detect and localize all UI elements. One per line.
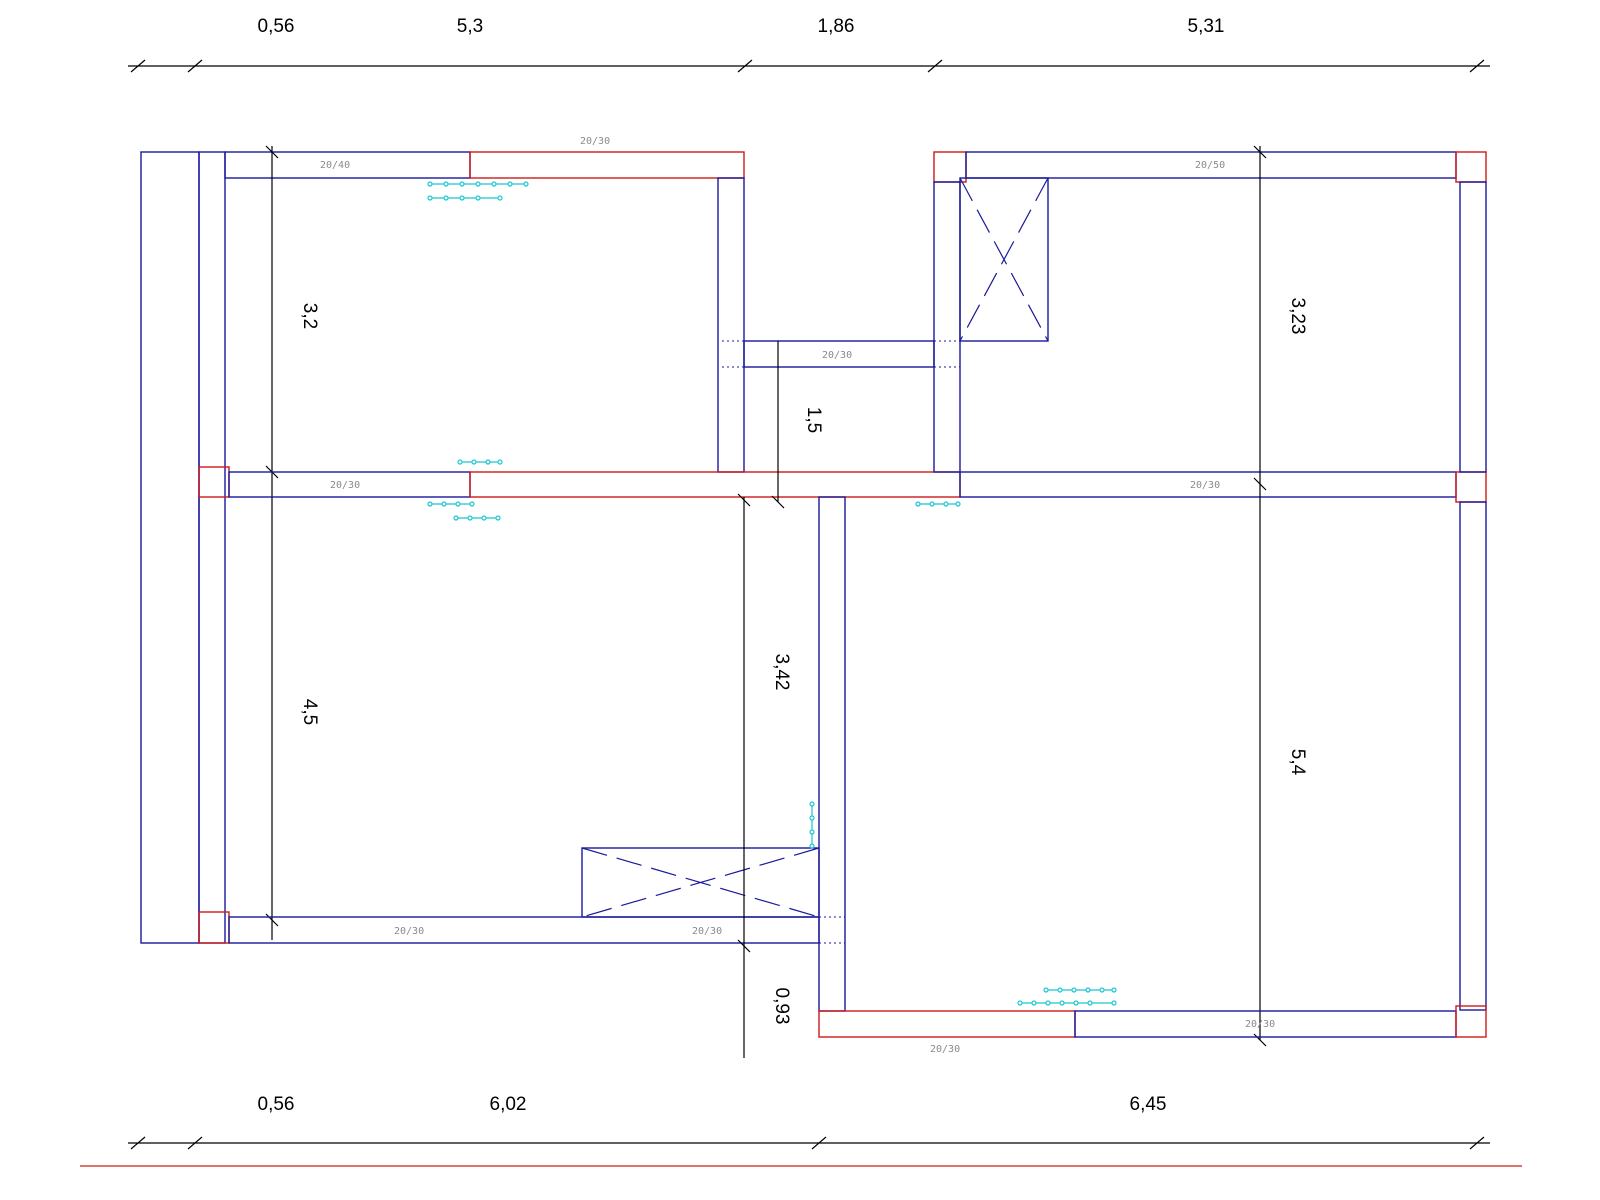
bottom-left-beam-label: 20/30 bbox=[394, 926, 424, 937]
bottom-right-room-height: 5,4 bbox=[1287, 749, 1308, 776]
top-tick-2 bbox=[187, 59, 203, 73]
bottom-right-left-wall bbox=[818, 496, 846, 1012]
mid-vtick-2 bbox=[737, 939, 751, 953]
top-left-right-wall bbox=[717, 177, 745, 473]
left-wall bbox=[198, 151, 226, 944]
top-dim-2: 5,3 bbox=[457, 16, 483, 37]
rebar-middle-center bbox=[915, 501, 961, 507]
top-left-beam-label: 20/40 bbox=[320, 160, 350, 171]
middle-left-beam-label: 20/30 bbox=[330, 480, 360, 491]
shaft-cross-4 bbox=[581, 847, 820, 918]
bottom-dim-2: 6,02 bbox=[490, 1094, 527, 1115]
right-vtick-3 bbox=[1253, 1033, 1267, 1047]
left-slab-strip bbox=[140, 151, 200, 944]
top-left-beam-b bbox=[469, 151, 745, 179]
top-tick-1 bbox=[130, 59, 146, 73]
bottom-mid-beam-label: 20/30 bbox=[692, 926, 722, 937]
top-right-room: 20/50 3,23 bbox=[933, 145, 1487, 1047]
bottom-tick-4 bbox=[1469, 1136, 1485, 1150]
corridor-beam-label: 20/30 bbox=[822, 350, 852, 361]
top-dimension-chain: 0,56 5,3 1,86 5,31 bbox=[128, 16, 1490, 73]
top-right-beam-label: 20/50 bbox=[1195, 160, 1225, 171]
rebar-top-left bbox=[427, 181, 529, 201]
rebar-vertical-marker bbox=[809, 801, 815, 849]
rebar-top-left-lower bbox=[457, 459, 503, 465]
corridor: 20/30 1,5 bbox=[722, 340, 960, 509]
left-slab-edge bbox=[140, 151, 226, 944]
top-tick-3 bbox=[737, 59, 753, 73]
bottom-offset: 0,93 bbox=[771, 988, 792, 1025]
bottom-tick-2 bbox=[187, 1136, 203, 1150]
top-right-left-wall bbox=[933, 181, 961, 473]
right-vtick-1 bbox=[1253, 145, 1267, 159]
rebar-middle-left bbox=[427, 501, 501, 521]
bottom-left-beam bbox=[228, 916, 820, 944]
middle-beam-red bbox=[469, 471, 961, 498]
middle-beam-row: 20/30 20/30 bbox=[198, 459, 1487, 521]
corridor-tick bbox=[771, 495, 785, 509]
top-middle-beam-label: 20/30 bbox=[580, 136, 610, 147]
bottom-right-beam-label-2: 20/30 bbox=[930, 1044, 960, 1055]
column-right-bottom bbox=[1455, 1005, 1487, 1038]
bottom-right-right-wall bbox=[1459, 501, 1487, 1011]
bottom-left-room-height: 4,5 bbox=[299, 699, 320, 725]
bottom-right-beam-red bbox=[818, 1010, 1076, 1038]
top-left-room-height: 3,2 bbox=[299, 303, 320, 329]
left-vtick-3 bbox=[265, 913, 279, 927]
right-vtick-2 bbox=[1253, 477, 1267, 491]
top-tick-4 bbox=[927, 59, 943, 73]
top-dim-3: 1,86 bbox=[818, 16, 855, 37]
shaft-opening-top bbox=[959, 177, 1049, 342]
column-right-mid bbox=[1455, 471, 1487, 503]
left-vtick-1 bbox=[265, 145, 279, 159]
shaft-cross-2 bbox=[959, 177, 1049, 342]
top-right-right-wall bbox=[1459, 181, 1487, 473]
bottom-right-room: 20/30 20/30 5,4 bbox=[809, 496, 1487, 1055]
bottom-dim-1: 0,56 bbox=[258, 1094, 295, 1115]
bottom-wall-span: 3,42 bbox=[771, 654, 792, 691]
rebar-bottom-right bbox=[1017, 987, 1117, 1006]
bottom-dim-3: 6,45 bbox=[1130, 1094, 1167, 1115]
column-top-right-b bbox=[1455, 151, 1487, 183]
corridor-height: 1,5 bbox=[803, 407, 824, 433]
bottom-tick-3 bbox=[811, 1136, 827, 1150]
bottom-right-beam-label: 20/30 bbox=[1245, 1019, 1275, 1030]
mid-vtick-1 bbox=[737, 493, 751, 507]
bottom-left-room: 20/30 20/30 4,5 3,42 0,93 bbox=[198, 493, 820, 1058]
top-dim-1: 0,56 bbox=[258, 16, 295, 37]
top-left-room: 3,2 20/40 20/30 bbox=[224, 136, 745, 940]
top-tick-5 bbox=[1469, 59, 1485, 73]
top-dim-4: 5,31 bbox=[1188, 16, 1225, 37]
bottom-tick-1 bbox=[130, 1136, 146, 1150]
bottom-dimension-chain: 0,56 6,02 6,45 bbox=[80, 1094, 1522, 1167]
top-right-room-height: 3,23 bbox=[1287, 298, 1308, 335]
middle-right-beam-label: 20/30 bbox=[1190, 480, 1220, 491]
